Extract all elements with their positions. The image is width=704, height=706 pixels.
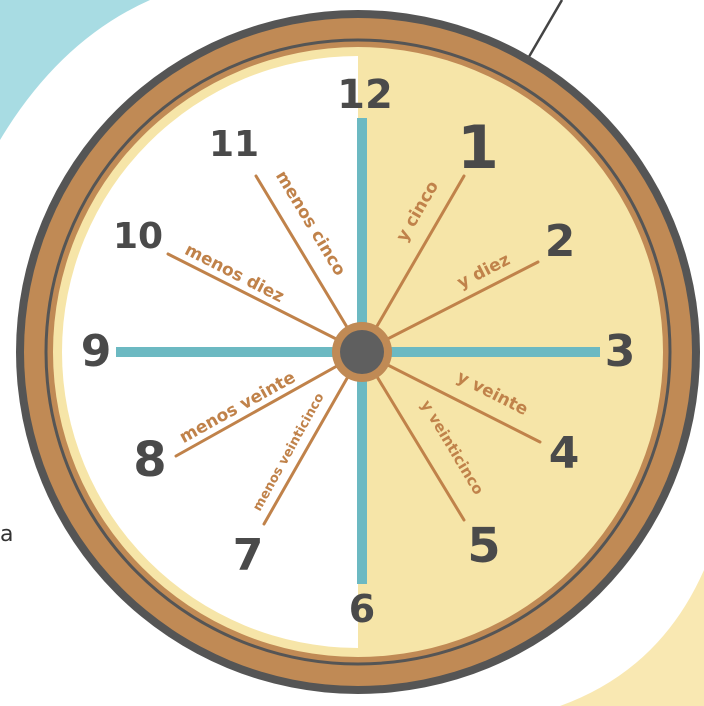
numeral-7: 7 xyxy=(233,530,264,581)
numeral-5: 5 xyxy=(467,518,500,574)
numeral-11: 11 xyxy=(209,124,259,165)
numeral-2: 2 xyxy=(545,216,576,267)
numeral-12: 12 xyxy=(337,72,393,118)
numeral-3: 3 xyxy=(605,326,636,377)
stray-letter: a xyxy=(0,522,13,547)
numeral-6: 6 xyxy=(349,587,375,631)
numeral-9: 9 xyxy=(81,326,112,377)
numeral-1: 1 xyxy=(457,113,499,183)
numeral-10: 10 xyxy=(113,216,163,257)
clock-hub xyxy=(340,330,384,374)
numeral-8: 8 xyxy=(133,432,166,488)
numeral-4: 4 xyxy=(549,428,580,479)
